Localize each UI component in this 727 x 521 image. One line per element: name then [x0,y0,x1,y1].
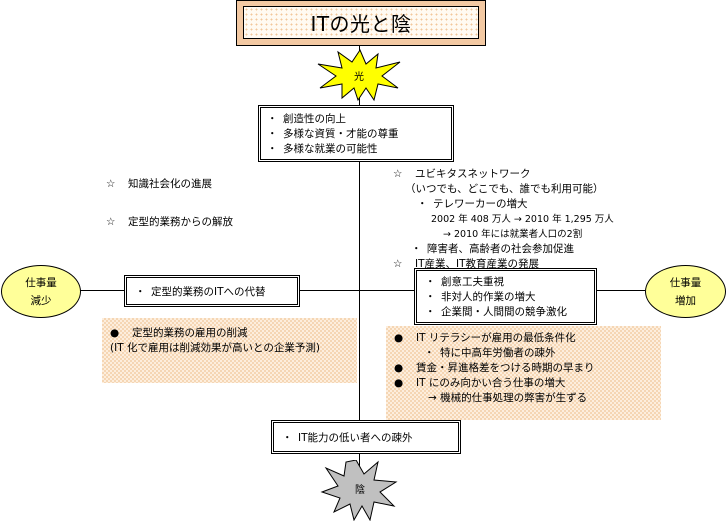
vertical-axis-line [359,46,360,486]
circle-bullet-icon: ● [394,362,404,374]
right-middle-box: ・創意工夫重視 ・非対人的作業の増大 ・企業間・人間間の競争激化 [414,268,597,325]
horizontal-axis-line-left [80,290,124,291]
shade-row: → 機械的仕事処理の弊害が生ずる [428,392,588,404]
shade-row: (IT 化で雇用は削減効果が高いとの企業予測) [110,342,320,354]
circle-bullet-icon: ● [394,377,404,389]
right-ellipse-work-increase: 仕事量 増加 [645,265,726,318]
note-teleworker-stats: 2002 年 408 万人 → 2010 年 1,295 万人 [431,214,614,225]
circle-bullet-icon: ● [110,327,120,339]
list-item: ・多様な就業の可能性 [267,143,378,155]
note-ubiquitous: ☆ユビキタスネットワーク [393,168,531,180]
star-icon: ☆ [393,258,403,270]
top-box: ・創造性の向上 ・多様な資質・才能の尊重 ・多様な就業の可能性 [258,105,454,162]
title-frame: ITの光と陰 [236,0,486,46]
shadow-burst-icon [320,460,398,521]
page-title: ITの光と陰 [243,6,479,39]
left-shaded-box: ●定型的業務の雇用の削減 (IT 化で雇用は削減効果が高いとの企業予測) [102,318,357,383]
left-note-liberation: ☆定型的業務からの解放 [106,216,233,228]
circle-bullet-icon: ● [394,332,404,344]
right-shaded-box: ●IT リテラシーが雇用の最低条件化 ・特に中高年労働者の疎外 ●賃金・昇進格差… [386,326,661,420]
list-item: ・IT能力の低い者への疎外 [282,432,413,444]
bottom-box: ・IT能力の低い者への疎外 [271,420,461,454]
note-teleworker-share: → 2010 年には就業者人口の2割 [443,229,583,240]
light-burst-shape [317,48,401,102]
list-item: ・創造性の向上 [267,113,346,125]
star-icon: ☆ [393,168,403,180]
shadow-burst-shape [320,460,398,521]
left-middle-box: ・定型的業務のITへの代替 [124,275,300,307]
list-item: ・非対人的作業の増大 [425,291,536,303]
shade-row: ●IT リテラシーが雇用の最低条件化 [394,332,576,344]
star-icon: ☆ [106,178,116,190]
shade-row: ●賃金・昇進格差をつける時期の早まり [394,362,595,374]
list-item: ・定型的業務のITへの代替 [135,286,266,298]
horizontal-axis-line-right [597,290,645,291]
left-note-knowledge-society: ☆知識社会化の進展 [106,178,212,190]
list-item: ・企業間・人間間の競争激化 [425,306,567,318]
note-ubiquitous-sub: （いつでも、どこでも、誰でも利用可能） [405,183,604,195]
note-teleworker: ・テレワーカーの増大 [417,198,528,210]
right-notes: ☆ユビキタスネットワーク （いつでも、どこでも、誰でも利用可能） ・テレワーカー… [393,167,614,272]
star-icon: ☆ [106,216,116,228]
shade-row: ●IT にのみ向かい合う仕事の増大 [394,377,566,389]
list-item: ・創意工夫重視 [425,276,504,288]
left-ellipse-work-decrease: 仕事量 減少 [1,265,81,318]
shade-row: ●定型的業務の雇用の削減 [110,327,248,339]
note-it-industry: ☆IT産業、IT教育産業の発展 [393,258,540,270]
horizontal-axis-line-center-left [300,290,414,291]
light-label: 光 [354,72,364,83]
list-item: ・多様な資質・才能の尊重 [267,128,399,140]
shade-row: ・特に中高年労働者の疎外 [424,347,556,359]
note-social: ・障害者、高齢者の社会参加促進 [411,243,574,255]
shadow-label: 陰 [355,485,365,496]
light-burst-icon [317,48,401,102]
